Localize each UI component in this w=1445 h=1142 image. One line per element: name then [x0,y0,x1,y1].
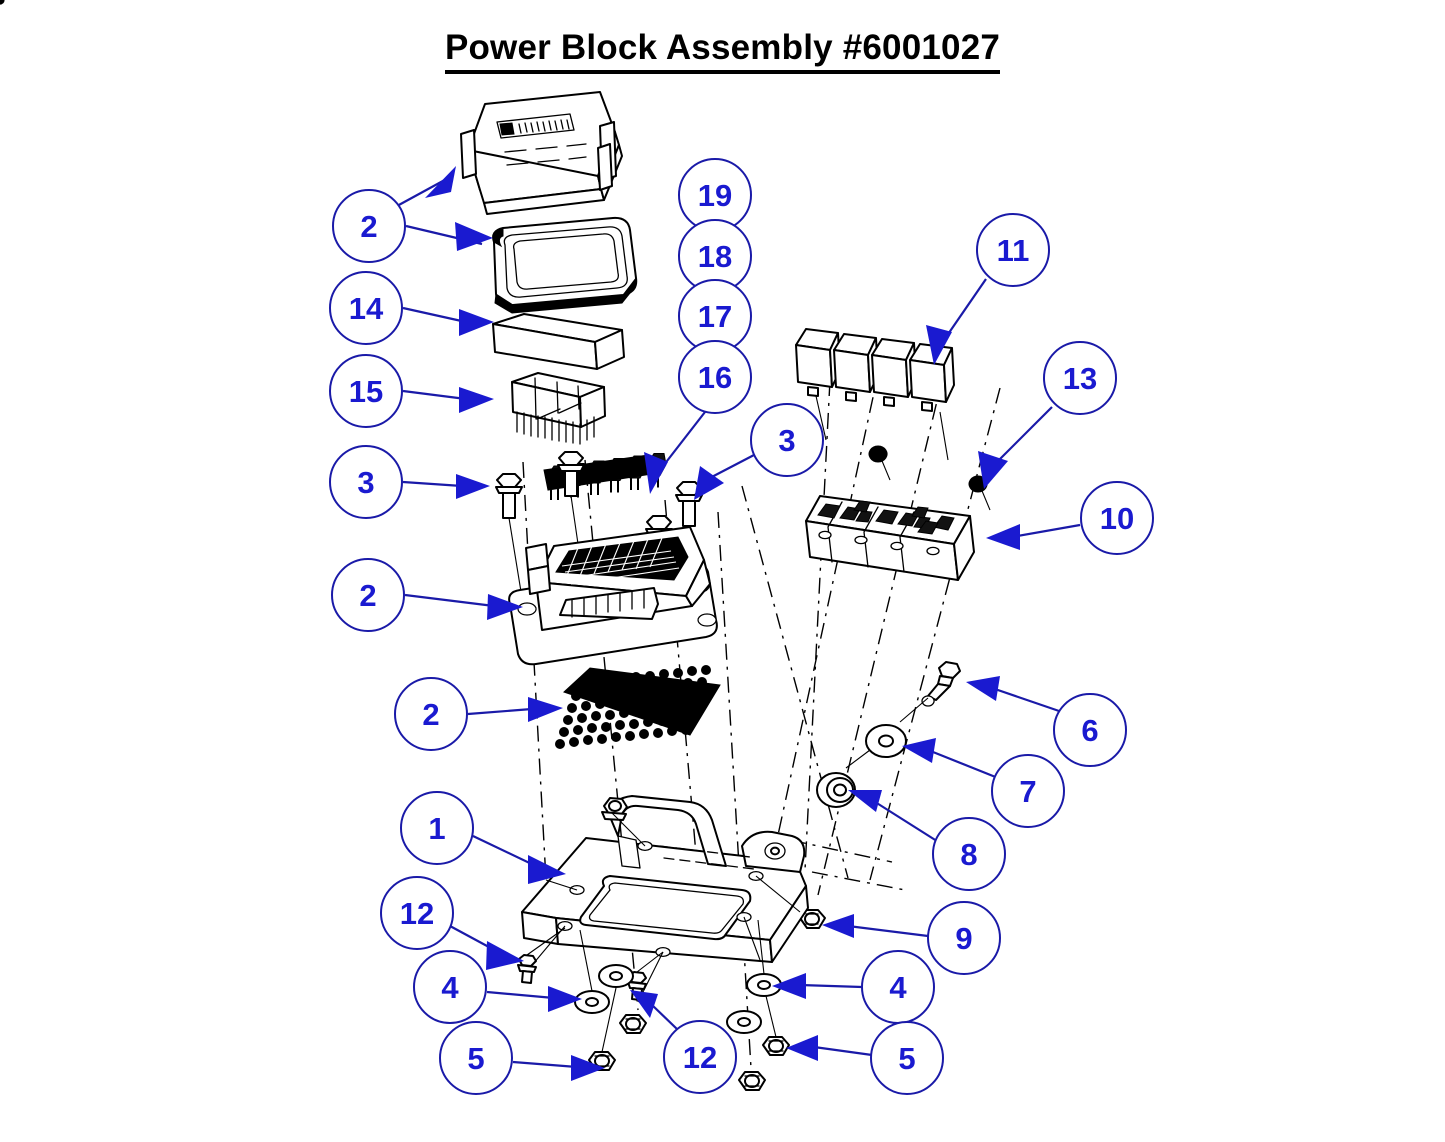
callout-balloon-3-left[interactable]: 3 [329,445,403,519]
callout-label: 8 [960,836,978,872]
part-lock-nut-9 [799,909,826,929]
callout-balloon-13[interactable]: 13 [1043,341,1117,415]
page-title: Power Block Assembly #6001027 [0,28,1445,74]
callout-label: 6 [1081,712,1099,748]
callout-label: 5 [467,1040,485,1076]
part-bushing [816,772,856,808]
callout-label: 5 [898,1040,916,1076]
callout-label: 11 [996,232,1030,268]
callout-balloon-1[interactable]: 1 [400,791,474,865]
callout-label: 3 [778,422,796,458]
part-relay-socket-base [805,495,975,581]
callout-balloon-10[interactable]: 10 [1080,481,1154,555]
callout-balloon-7[interactable]: 7 [991,754,1065,828]
callout-label: 16 [697,359,733,395]
part-relay-bank [795,328,955,461]
callout-balloon-15[interactable]: 15 [329,354,403,428]
part-shoulder-bolt [899,661,961,723]
callout-balloon-11[interactable]: 11 [976,213,1050,287]
callout-label: 19 [697,177,733,213]
part-connector-header [511,372,606,445]
callout-label: 4 [441,969,459,1005]
callout-leaders [396,166,1081,1081]
callout-label: 1 [428,810,446,846]
callout-balloon-5-left[interactable]: 5 [439,1021,513,1095]
callout-balloon-9[interactable]: 9 [927,901,1001,975]
part-mounting-bracket [521,795,809,1003]
callout-balloon-16[interactable]: 16 [678,340,752,414]
callout-balloon-14[interactable]: 14 [329,271,403,345]
callout-label: 14 [348,290,384,326]
callout-balloon-2-housing[interactable]: 2 [331,558,405,632]
part-cover-gasket [492,216,638,314]
callout-balloon-2-pingrid[interactable]: 2 [394,677,468,751]
callout-balloon-4-right[interactable]: 4 [861,950,935,1024]
callout-balloon-12-left[interactable]: 12 [380,876,454,950]
part-connector-housing [508,526,718,666]
callout-balloon-8[interactable]: 8 [932,817,1006,891]
callout-label: 12 [682,1039,718,1075]
part-flange-nuts-5 [588,987,790,1091]
callout-label: 18 [697,238,733,274]
callout-label: 2 [422,696,440,732]
callout-balloon-6[interactable]: 6 [1053,693,1127,767]
callout-balloon-2-cover[interactable]: 2 [332,189,406,263]
callout-balloon-3-right[interactable]: 3 [750,403,824,477]
callout-balloon-4-left[interactable]: 4 [413,950,487,1024]
callout-label: 12 [399,895,435,931]
callout-label: 3 [357,464,375,500]
part-pin-grid-array [0,0,721,749]
callout-label: 2 [359,577,377,613]
part-flat-washer-7 [845,724,907,769]
part-machine-screws [517,927,664,1001]
callout-label: 9 [955,920,973,956]
callout-balloon-5-right[interactable]: 5 [870,1021,944,1095]
part-flat-washers-4 [574,919,782,1034]
part-top-cover [460,91,623,215]
page-title-text: Power Block Assembly #6001027 [444,28,1001,74]
part-bus-bar-block [492,313,625,370]
callout-label: 15 [348,373,384,409]
part-socket-screws [868,445,991,511]
callout-balloon-12-bottom[interactable]: 12 [663,1020,737,1094]
callout-label: 7 [1019,773,1037,809]
callout-label: 4 [889,969,907,1005]
callout-label: 13 [1062,360,1098,396]
callout-label: 10 [1099,500,1135,536]
callout-label: 17 [697,298,733,334]
callout-label: 2 [360,208,378,244]
